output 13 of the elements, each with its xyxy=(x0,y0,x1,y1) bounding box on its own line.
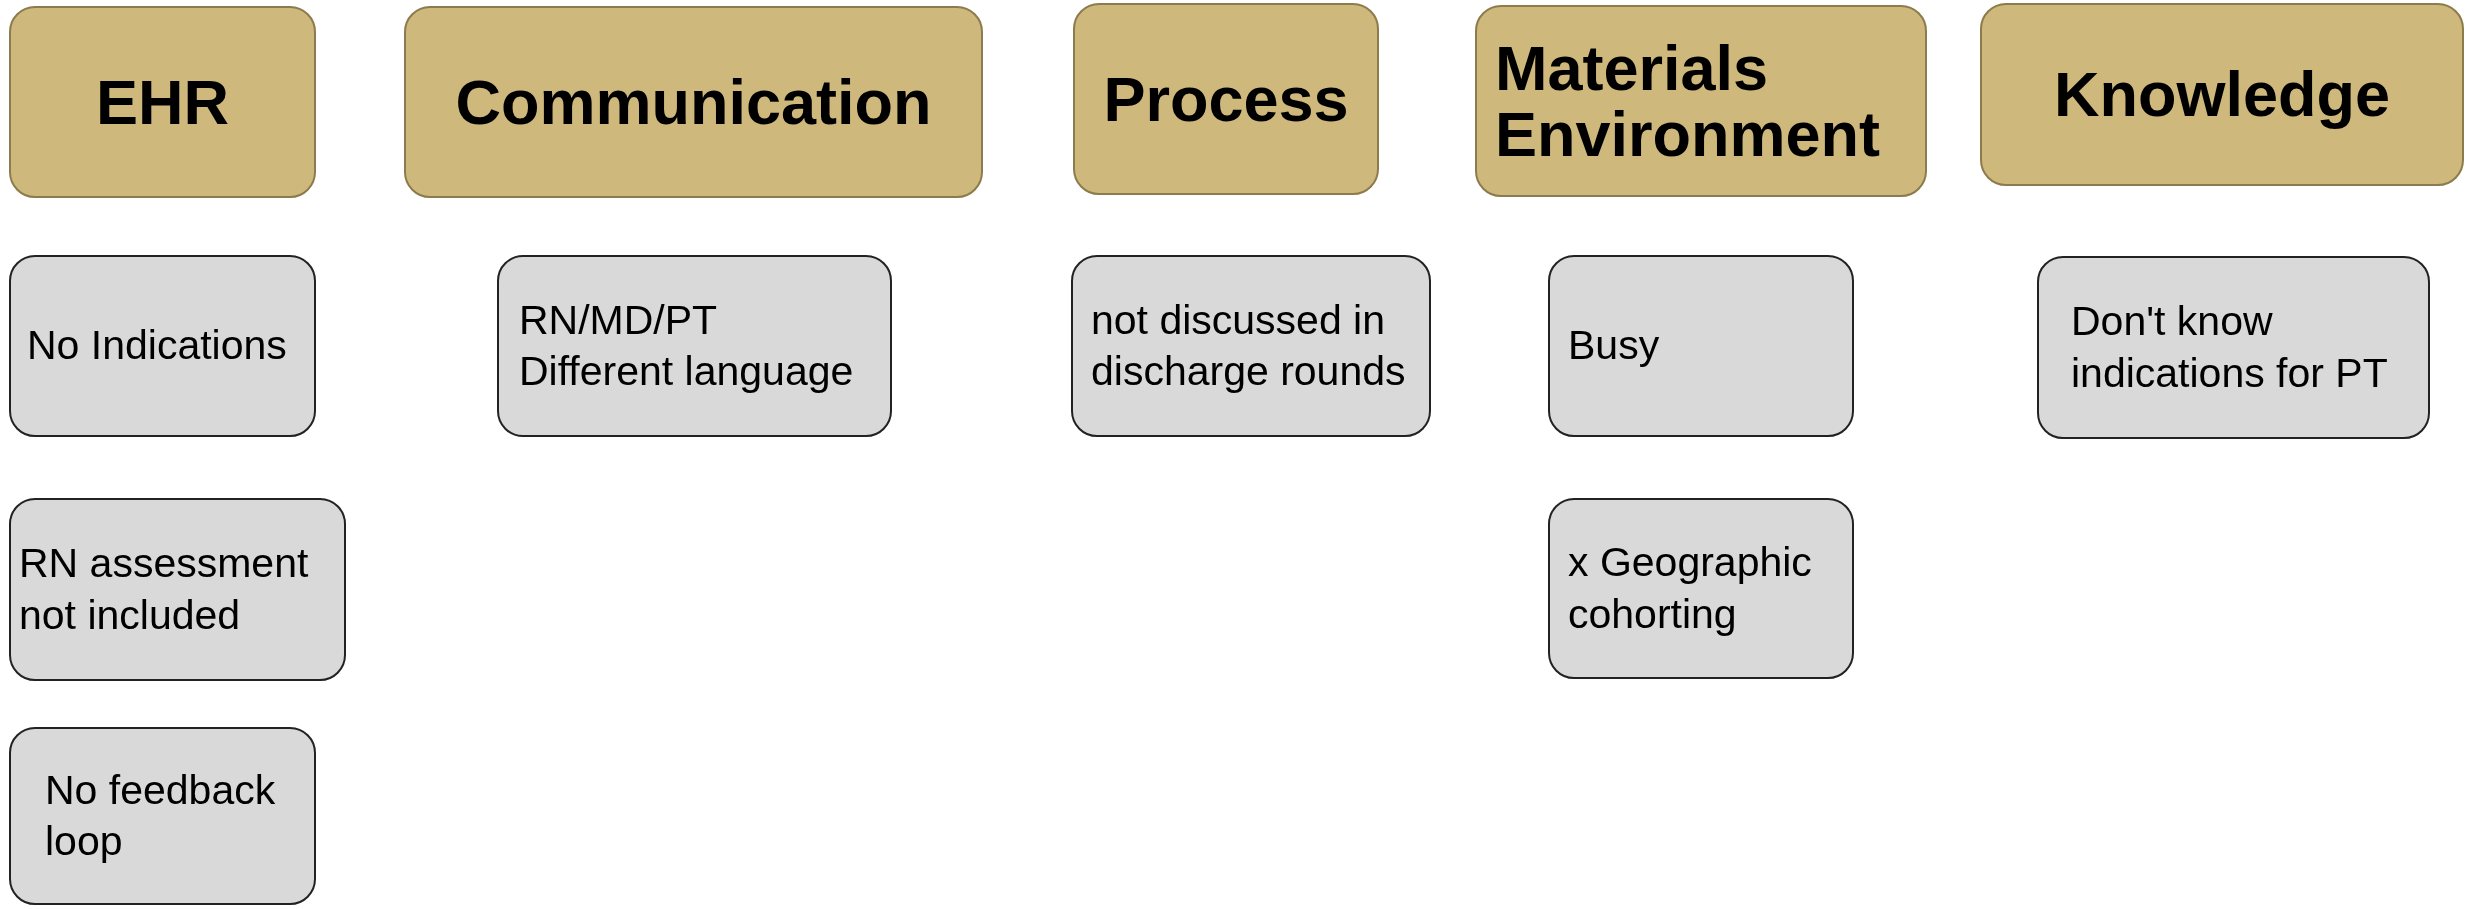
cause-box: RN assessment not included xyxy=(9,498,346,681)
category-header-box: Materials Environment xyxy=(1475,5,1927,197)
category-header-box: Communication xyxy=(404,6,983,198)
cause-box: x Geographic cohorting xyxy=(1548,498,1854,679)
cause-box: not discussed in discharge rounds xyxy=(1071,255,1431,437)
cause-box: RN/MD/PT Different language xyxy=(497,255,892,437)
cause-box: Busy xyxy=(1548,255,1854,437)
cause-box: No Indications xyxy=(9,255,316,437)
category-header-box: Knowledge xyxy=(1980,3,2464,186)
cause-box: Don't know indications for PT xyxy=(2037,256,2430,439)
category-header-box: EHR xyxy=(9,6,316,198)
category-header-box: Process xyxy=(1073,3,1379,195)
cause-box: No feedback loop xyxy=(9,727,316,905)
